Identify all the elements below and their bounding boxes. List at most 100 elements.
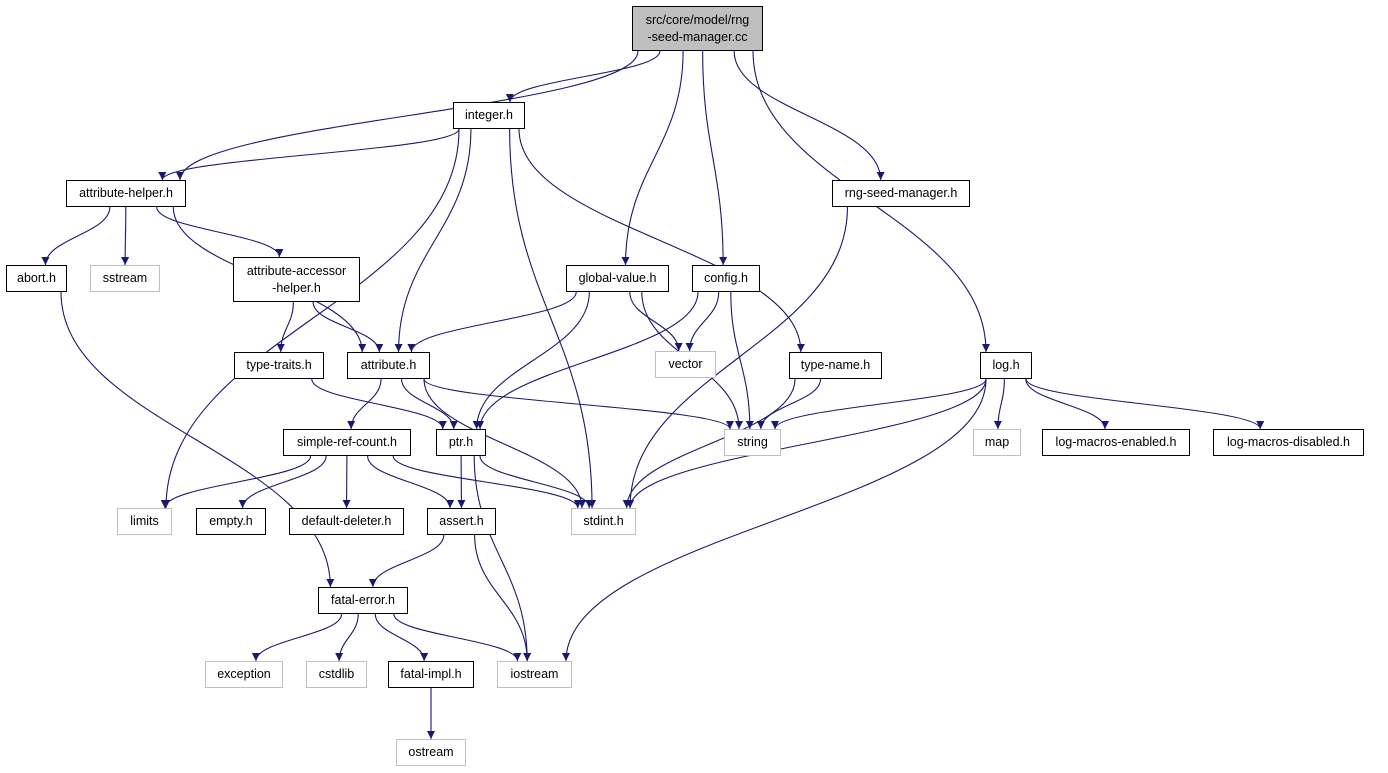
node-label: attribute-accessor <box>246 263 347 278</box>
node-fatal-error[interactable]: fatal-error.h <box>318 587 408 614</box>
node-assert[interactable]: assert.h <box>427 508 496 535</box>
edge-root-to-attr-helper <box>176 50 639 181</box>
node-iostream: iostream <box>497 661 572 688</box>
node-log-disabled[interactable]: log-macros-disabled.h <box>1213 429 1364 456</box>
node-label: log.h <box>992 358 1020 372</box>
node-type-traits[interactable]: type-traits.h <box>234 352 324 379</box>
edge-integer-to-attribute <box>394 128 472 353</box>
edge-rng-seed-manager-to-stdint <box>626 206 848 509</box>
node-label: fatal-error.h <box>331 593 395 607</box>
node-log[interactable]: log.h <box>980 352 1032 379</box>
edge-root-to-integer <box>505 50 661 103</box>
node-config[interactable]: config.h <box>692 265 760 292</box>
edge-config-to-vector <box>685 291 720 352</box>
node-label: stdint.h <box>583 514 624 528</box>
node-label: cstdlib <box>318 667 355 681</box>
node-global-value[interactable]: global-value.h <box>566 265 669 292</box>
edge-log-to-log-enabled <box>1025 378 1109 430</box>
node-root: src/core/model/rng-seed-manager.cc <box>632 6 763 51</box>
node-label: map <box>984 435 1010 449</box>
node-label: default-deleter.h <box>301 514 392 528</box>
node-type-name[interactable]: type-name.h <box>789 352 882 379</box>
node-sstream: sstream <box>90 265 160 292</box>
edge-simple-ref-to-empty <box>238 455 327 509</box>
node-attribute[interactable]: attribute.h <box>347 352 430 379</box>
node-label: rng-seed-manager.h <box>844 186 958 200</box>
edge-type-name-to-string <box>756 378 822 430</box>
node-empty[interactable]: empty.h <box>196 508 266 535</box>
node-integer[interactable]: integer.h <box>453 102 525 129</box>
edge-attr-helper-to-attr-accessor <box>156 206 284 258</box>
edge-attribute-to-string <box>423 378 734 430</box>
node-stdint: stdint.h <box>571 508 636 535</box>
node-label: log-macros-disabled.h <box>1227 435 1350 449</box>
edge-type-traits-to-ptr <box>311 378 447 430</box>
edge-attribute-to-stdint <box>423 378 586 509</box>
node-label: abort.h <box>17 271 56 285</box>
edge-attr-accessor-to-attribute <box>312 301 384 353</box>
node-ptr[interactable]: ptr.h <box>436 429 486 456</box>
node-label: -helper.h <box>272 280 321 295</box>
node-string: string <box>724 429 781 456</box>
node-label: integer.h <box>465 108 513 122</box>
edge-fatal-error-to-cstdlib <box>335 613 359 662</box>
edge-log-to-iostream <box>562 378 987 662</box>
edge-log-to-stdint <box>626 378 987 509</box>
node-fatal-impl[interactable]: fatal-impl.h <box>388 661 474 688</box>
node-label: simple-ref-count.h <box>296 435 398 449</box>
node-label: iostream <box>510 667 559 681</box>
edge-config-to-string <box>730 291 754 430</box>
node-label: fatal-impl.h <box>400 667 462 681</box>
node-attr-helper[interactable]: attribute-helper.h <box>66 180 186 207</box>
edge-integer-to-stdint <box>509 128 597 509</box>
node-label: attribute.h <box>360 358 417 372</box>
edge-attribute-to-ptr <box>401 378 458 430</box>
node-limits: limits <box>117 508 172 535</box>
edge-ptr-to-iostream <box>473 455 532 662</box>
node-label: ptr.h <box>448 435 474 449</box>
edge-assert-to-iostream <box>474 534 532 662</box>
node-label: config.h <box>704 271 748 285</box>
edge-assert-to-fatal-error <box>368 534 445 588</box>
node-label: global-value.h <box>578 271 657 285</box>
node-label: log-macros-enabled.h <box>1055 435 1177 449</box>
node-abort[interactable]: abort.h <box>6 265 67 292</box>
edge-fatal-error-to-fatal-impl <box>374 613 429 662</box>
edge-attr-helper-to-sstream <box>121 206 130 266</box>
edge-ptr-to-stdint <box>479 455 594 509</box>
edge-simple-ref-to-limits <box>160 455 312 509</box>
edge-simple-ref-to-assert <box>367 455 455 509</box>
node-label: type-traits.h <box>246 358 312 372</box>
node-simple-ref[interactable]: simple-ref-count.h <box>283 429 411 456</box>
node-rng-seed-manager[interactable]: rng-seed-manager.h <box>832 180 970 207</box>
edge-config-to-ptr <box>476 291 699 430</box>
node-label: vector <box>668 357 703 371</box>
edge-attr-helper-to-abort <box>41 206 111 266</box>
node-label: attribute-helper.h <box>79 186 173 200</box>
edge-root-to-config <box>702 50 728 266</box>
node-label: src/core/model/rng <box>645 12 750 27</box>
edge-global-value-to-vector <box>629 291 683 352</box>
node-label: sstream <box>102 271 148 285</box>
edge-simple-ref-to-stdint <box>392 455 582 509</box>
node-default-deleter[interactable]: default-deleter.h <box>289 508 404 535</box>
node-label: string <box>737 435 768 449</box>
edge-root-to-rng-seed-manager <box>733 50 885 181</box>
edge-integer-to-type-name <box>518 128 805 353</box>
edge-global-value-to-attribute <box>407 291 577 353</box>
node-attr-accessor[interactable]: attribute-accessor -helper.h <box>233 257 360 302</box>
node-vector: vector <box>655 351 716 378</box>
edge-attribute-to-simple-ref <box>347 378 382 430</box>
node-label: type-name.h <box>800 358 871 372</box>
node-label: assert.h <box>439 514 484 528</box>
node-label: ostream <box>408 745 454 759</box>
edge-log-to-map <box>993 378 1005 430</box>
edge-attr-accessor-to-type-traits <box>276 301 294 353</box>
edge-fatal-error-to-exception <box>251 613 343 662</box>
node-log-enabled[interactable]: log-macros-enabled.h <box>1042 429 1190 456</box>
edge-global-value-to-ptr <box>472 291 590 430</box>
edge-fatal-error-to-iostream <box>393 613 522 662</box>
edge-root-to-global-value <box>621 50 684 266</box>
